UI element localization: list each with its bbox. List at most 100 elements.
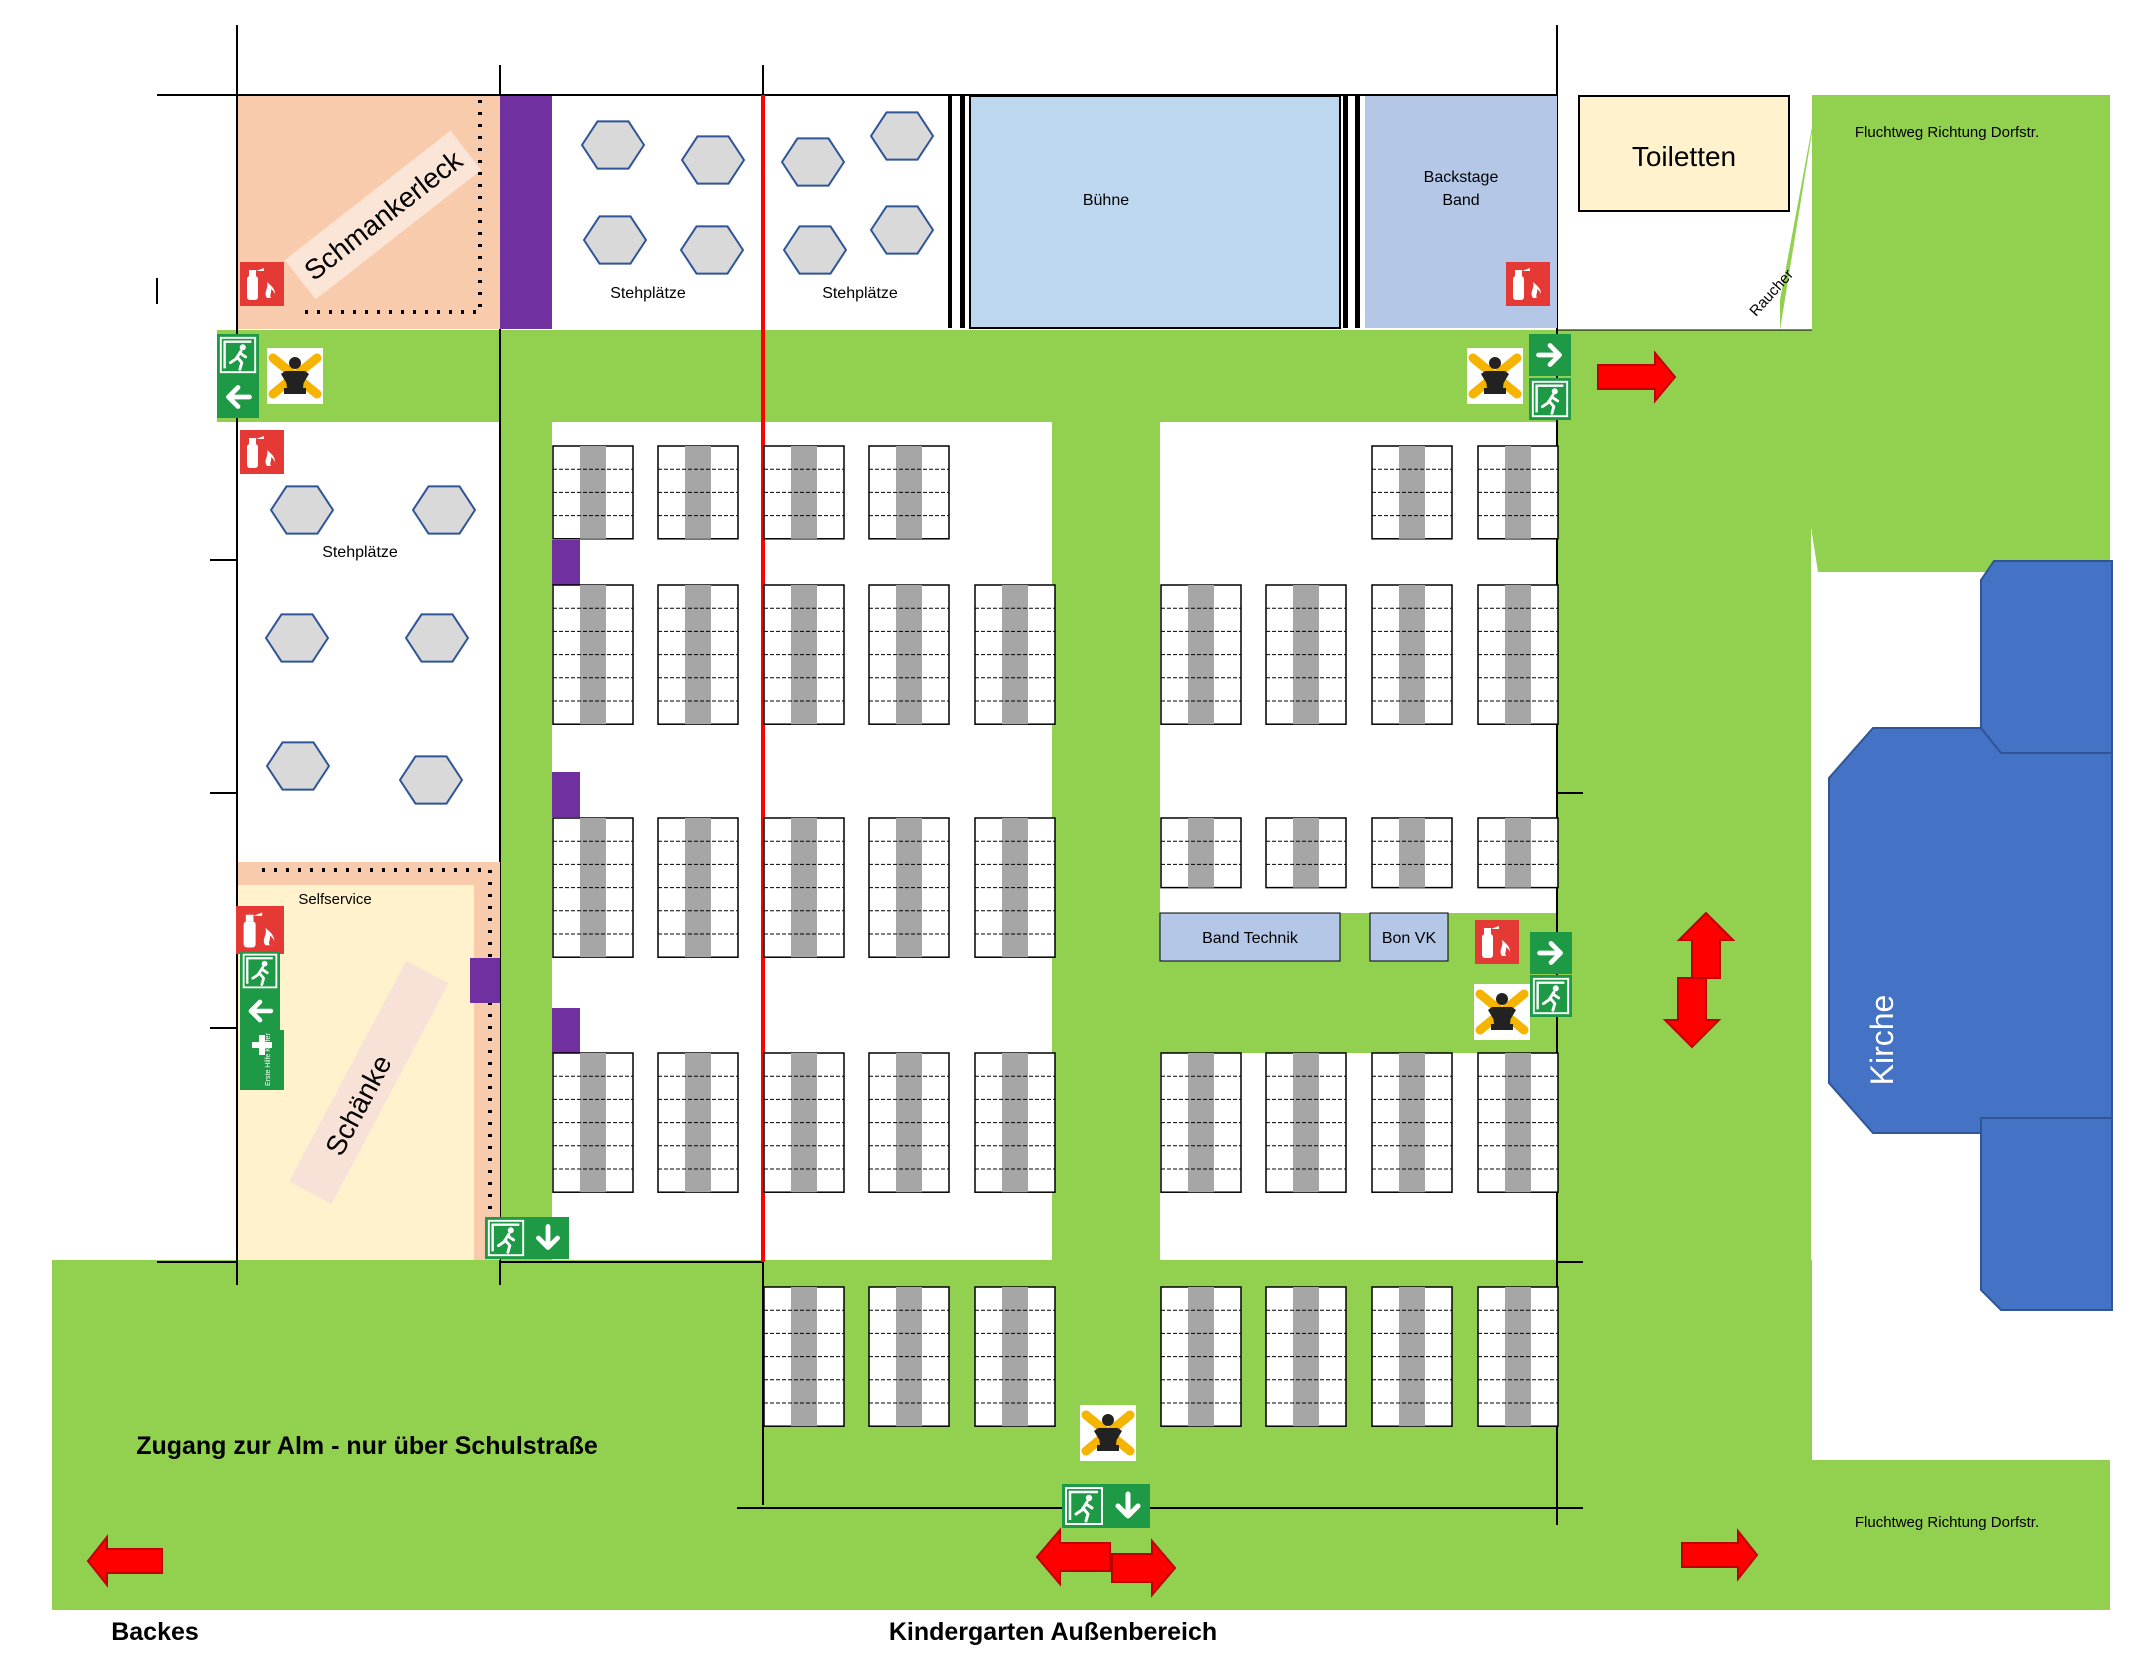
band-tech-label: Band Technik (1202, 930, 1299, 947)
standing-table (264, 613, 330, 663)
standing-table (411, 485, 477, 535)
backes-label: Backes (111, 1618, 199, 1646)
bench-table (1265, 1286, 1347, 1427)
bench-table (1477, 584, 1559, 725)
bench-table (1477, 1286, 1559, 1427)
bench-tables (552, 445, 1559, 1427)
purple-block-top (500, 96, 552, 329)
emergency-exit-icon (1530, 975, 1572, 1017)
bench-table (1265, 584, 1347, 725)
band-tech-box (1159, 912, 1341, 962)
ticket-sales-box (1369, 912, 1449, 962)
emergency-exit-icon (217, 334, 259, 376)
bench-table (974, 584, 1056, 725)
emergency-exit-icon (1529, 378, 1571, 420)
emergency-exit-icon (1062, 1484, 1106, 1528)
standing-table (265, 741, 331, 791)
bench-table (1477, 1052, 1559, 1193)
bench-table (1477, 445, 1559, 540)
standing-table (869, 111, 935, 161)
escape-route-top-label: Fluchtweg Richtung Dorfstr. (1855, 124, 2039, 141)
selfservice-label: Selfservice (298, 891, 371, 908)
backstage-label-1: Backstage (1424, 169, 1499, 186)
standing-table (680, 135, 746, 185)
bench-table (552, 445, 634, 540)
bench-table (868, 584, 950, 725)
emergency-exit-icon (485, 1217, 527, 1259)
bench-table (868, 817, 950, 958)
escape-route-bottom-label: Fluchtweg Richtung Dorfstr. (1855, 1514, 2039, 1531)
escape-arrow-icon (240, 991, 280, 1031)
bench-table (552, 817, 634, 958)
assembly-point-icon (267, 348, 323, 404)
standing-table (582, 215, 648, 265)
access-note: Zugang zur Alm - nur über Schulstraße (136, 1432, 598, 1460)
bench-table (868, 1052, 950, 1193)
bench-table (1265, 1052, 1347, 1193)
escape-arrow-icon (86, 1534, 163, 1588)
bench-table (657, 817, 739, 958)
bench-table (552, 1052, 634, 1193)
assembly-point-icon (1080, 1405, 1136, 1461)
assembly-point-icon (1474, 984, 1530, 1040)
fire-extinguisher-icon (236, 906, 284, 954)
fire-extinguisher-icon (240, 430, 284, 474)
standing-tables (264, 111, 935, 805)
bench-table (657, 445, 739, 540)
standing-table (869, 205, 935, 255)
church-label: Kirche (1864, 995, 1900, 1086)
bench-table (763, 817, 845, 958)
bench-table (1371, 584, 1453, 725)
escape-arrow-icon (1106, 1484, 1150, 1528)
bench-table (1371, 817, 1453, 889)
church (1828, 560, 2113, 1311)
toilets (1578, 95, 1790, 212)
bench-table (763, 584, 845, 725)
bench-table (1371, 445, 1453, 540)
fire-extinguisher-icon (1475, 920, 1519, 964)
bench-table (974, 1286, 1056, 1427)
bench-table (1160, 1052, 1242, 1193)
fire-extinguisher-icon (240, 262, 284, 306)
ticket-sales-label: Bon VK (1382, 930, 1437, 947)
bench-table (868, 445, 950, 540)
standing-area-label-2: Stehplätze (822, 285, 898, 302)
escape-arrow-icon (217, 376, 259, 418)
standing-table (780, 137, 846, 187)
first-aid-kit-icon (240, 1030, 284, 1090)
bench-table (1265, 817, 1347, 889)
standing-area-label-3: Stehplätze (322, 544, 398, 561)
bench-table (763, 445, 845, 540)
escape-arrow-icon (1681, 1528, 1759, 1582)
bench-table (552, 584, 634, 725)
standing-table (782, 225, 848, 275)
standing-table (679, 225, 745, 275)
escape-direction-arrows (86, 350, 1759, 1598)
stage-label: Bühne (1083, 192, 1129, 209)
bench-table (1371, 1052, 1453, 1193)
bench-table (1160, 817, 1242, 889)
escape-arrow-icon (1111, 1538, 1177, 1598)
kindergarten-label: Kindergarten Außenbereich (889, 1618, 1217, 1646)
bench-table (1160, 1286, 1242, 1427)
bench-table (763, 1052, 845, 1193)
escape-arrow-icon (1530, 932, 1572, 974)
standing-table (404, 613, 470, 663)
escape-arrow-icon (527, 1217, 569, 1259)
bench-table (1371, 1286, 1453, 1427)
standing-area-label-1: Stehplätze (610, 285, 686, 302)
escape-arrow-icon (1597, 350, 1677, 404)
bench-table (974, 817, 1056, 958)
bench-table (657, 1052, 739, 1193)
smokers-label: Raucher (1746, 266, 1797, 320)
stage: Bühne Backstage Band (948, 95, 1557, 329)
bench-table (1477, 817, 1559, 889)
standing-table (580, 120, 646, 170)
bench-table (1160, 584, 1242, 725)
escape-arrow-icon (1035, 1527, 1111, 1587)
escape-arrow-icon (1529, 334, 1571, 376)
bench-table (763, 1286, 845, 1427)
fire-extinguisher-icon (1506, 262, 1550, 306)
escape-arrow-icon (1676, 911, 1736, 979)
